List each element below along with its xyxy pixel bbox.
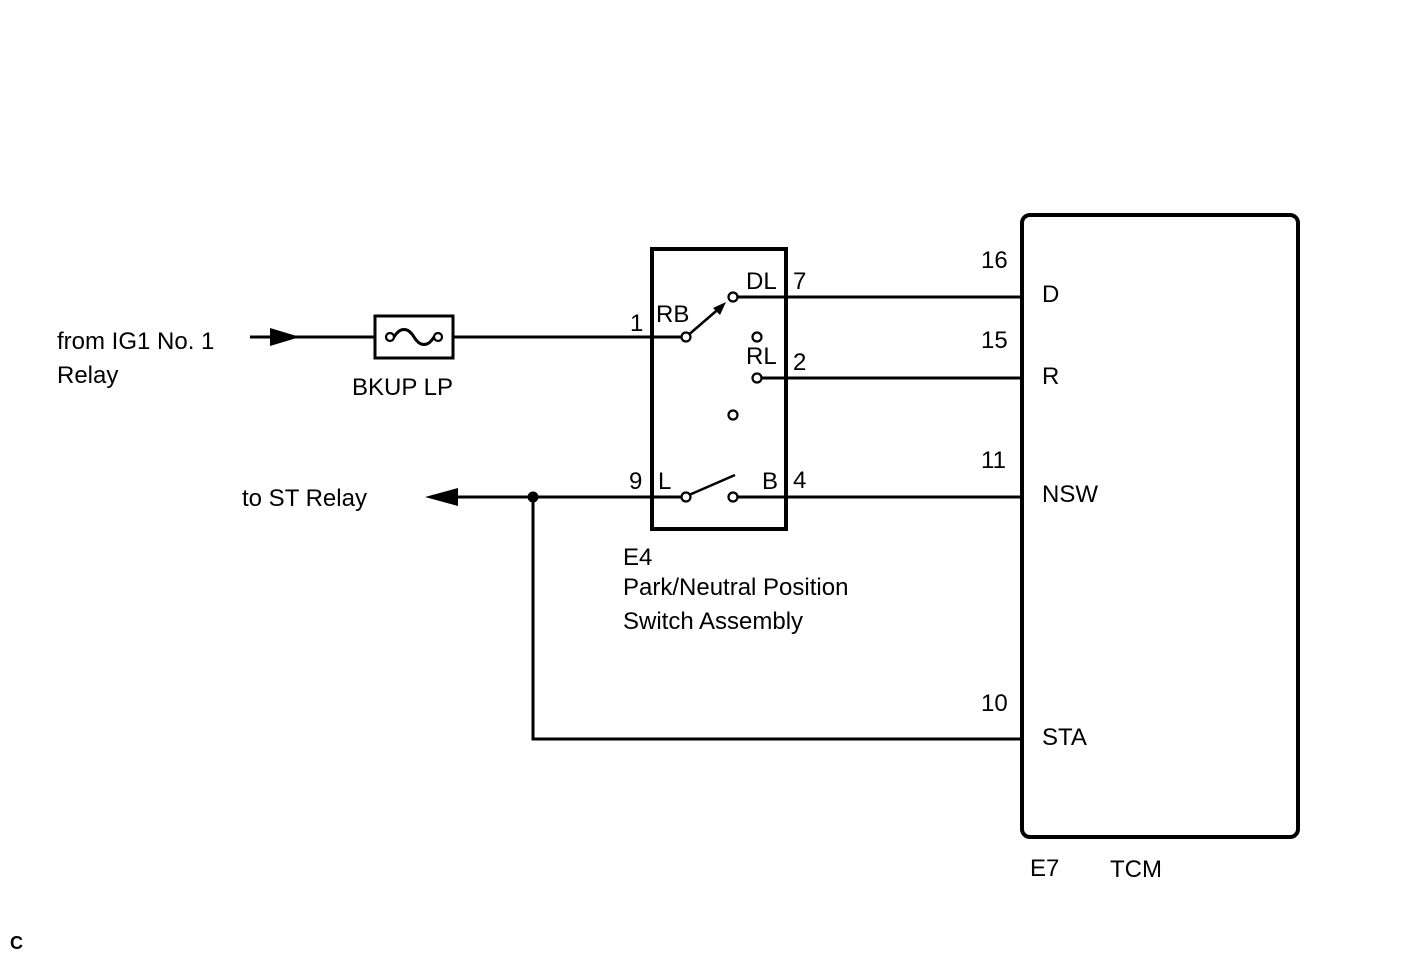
from-ig1-label-line2: Relay [57,362,118,389]
lb-switch-arm [688,473,736,497]
terminal-rb [680,331,692,343]
pin-dl-number: 7 [793,268,806,295]
tcm-pin-r-label: R [1042,363,1059,390]
tcm-pin-nsw-number: 11 [981,447,1006,474]
to-st-relay-label: to ST Relay [242,485,367,512]
pin-b-label: B [762,468,778,495]
terminal-dl [727,291,739,303]
pin-rb-number: 1 [630,310,643,337]
pin-rl-number: 2 [793,349,806,376]
input-arrow-icon [270,328,300,346]
tcm-pin-d-number: 16 [981,247,1008,274]
tcm-connector-label: E7 [1030,855,1059,882]
terminal-unused-upper [751,331,763,343]
pin-b-number: 4 [793,467,806,494]
corner-mark: C [10,933,23,953]
tcm-name-label: TCM [1110,856,1162,883]
switch-name-line1: Park/Neutral Position [623,574,848,601]
tcm-box [1020,213,1300,839]
wire-junction-to-sta [531,497,1022,741]
terminal-unused-middle [727,409,739,421]
terminal-rl [751,372,763,384]
junction-dot-icon [527,491,539,503]
pin-rb-label: RB [656,301,689,328]
terminal-l [680,491,692,503]
output-arrow-icon [425,488,458,506]
tcm-pin-nsw-label: NSW [1042,481,1098,508]
from-ig1-label: from IG1 No. 1 [57,328,214,355]
fuse-label: BKUP LP [352,374,453,401]
pin-l-label: L [658,468,671,495]
tcm-pin-r-number: 15 [981,327,1008,354]
switch-name-line2: Switch Assembly [623,608,803,635]
rb-switch-arrow-icon [713,302,726,315]
terminal-b [727,491,739,503]
tcm-pin-d-label: D [1042,281,1059,308]
rb-switch-arm [685,305,723,338]
tcm-pin-sta-number: 10 [981,690,1008,717]
switch-connector-label: E4 [623,544,652,571]
fuse-bkup-lp [373,314,455,360]
pin-rl-label: RL [746,343,777,370]
pin-dl-label: DL [746,268,777,295]
tcm-pin-sta-label: STA [1042,724,1087,751]
pin-l-number: 9 [629,468,642,495]
switch-assembly-box [650,247,788,531]
